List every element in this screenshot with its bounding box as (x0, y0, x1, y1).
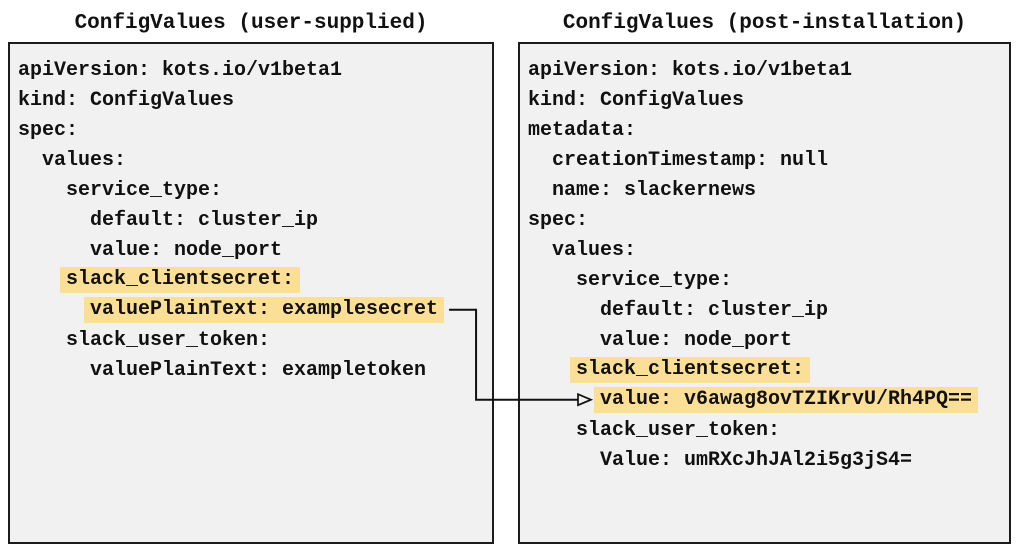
config-line: Value: umRXcJhJAl2i5g3jS4= (520, 446, 1009, 476)
config-text: service_type: (66, 179, 223, 202)
config-text: apiVersion: kots.io/v1beta1 (528, 59, 853, 82)
config-line: slack_clientsecret: (520, 356, 1009, 386)
config-text: slack_user_token: (66, 329, 271, 352)
config-line: slack_user_token: (520, 416, 1009, 446)
config-text: service_type: (576, 269, 733, 292)
config-text: apiVersion: kots.io/v1beta1 (18, 59, 343, 82)
config-line: creationTimestamp: null (520, 146, 1009, 176)
config-text: kind: ConfigValues (18, 89, 235, 112)
config-text: kind: ConfigValues (528, 89, 745, 112)
config-line: valuePlainText: examplesecret (10, 296, 492, 326)
config-line: values: (520, 236, 1009, 266)
config-line: metadata: (520, 116, 1009, 146)
config-panel-post-installation: apiVersion: kots.io/v1beta1 kind: ConfigV… (518, 42, 1011, 544)
config-line: value: node_port (10, 236, 492, 266)
highlighted-config-text: valuePlainText: examplesecret (84, 296, 445, 323)
config-line: kind: ConfigValues (10, 86, 492, 116)
highlighted-config-text: value: v6awag8ovTZIKrvU/Rh4PQ== (594, 386, 979, 413)
config-line: values: (10, 146, 492, 176)
config-text: values: (42, 149, 127, 172)
config-line: kind: ConfigValues (520, 86, 1009, 116)
panel-title-user-supplied: ConfigValues (user-supplied) (74, 12, 428, 35)
panel-title-post-installation: ConfigValues (post-installation) (562, 12, 967, 35)
config-line: apiVersion: kots.io/v1beta1 (10, 56, 492, 86)
config-line: service_type: (520, 266, 1009, 296)
config-text: creationTimestamp: null (552, 149, 829, 172)
config-text: value: node_port (600, 329, 793, 352)
config-line: apiVersion: kots.io/v1beta1 (520, 56, 1009, 86)
config-text: name: slackernews (552, 179, 757, 202)
config-text: valuePlainText: exampletoken (90, 359, 427, 382)
config-text: spec: (528, 209, 589, 232)
config-line: spec: (10, 116, 492, 146)
config-panel-user-supplied: apiVersion: kots.io/v1beta1 kind: ConfigV… (8, 42, 494, 544)
config-line: default: cluster_ip (520, 296, 1009, 326)
config-line: value: v6awag8ovTZIKrvU/Rh4PQ== (520, 386, 1009, 416)
config-text: default: cluster_ip (600, 299, 829, 322)
config-text: default: cluster_ip (90, 209, 319, 232)
config-line: slack_clientsecret: (10, 266, 492, 296)
highlighted-config-text: slack_clientsecret: (570, 356, 811, 383)
config-line: slack_user_token: (10, 326, 492, 356)
highlighted-config-text: slack_clientsecret: (60, 266, 301, 293)
config-text: Value: umRXcJhJAl2i5g3jS4= (600, 449, 913, 472)
config-line: valuePlainText: exampletoken (10, 356, 492, 386)
config-text: slack_user_token: (576, 419, 781, 442)
config-line: default: cluster_ip (10, 206, 492, 236)
config-line: service_type: (10, 176, 492, 206)
config-text: values: (552, 239, 637, 262)
config-text: value: node_port (90, 239, 283, 262)
config-line: spec: (520, 206, 1009, 236)
config-text: spec: (18, 119, 79, 142)
config-line: name: slackernews (520, 176, 1009, 206)
config-line: value: node_port (520, 326, 1009, 356)
config-text: metadata: (528, 119, 637, 142)
